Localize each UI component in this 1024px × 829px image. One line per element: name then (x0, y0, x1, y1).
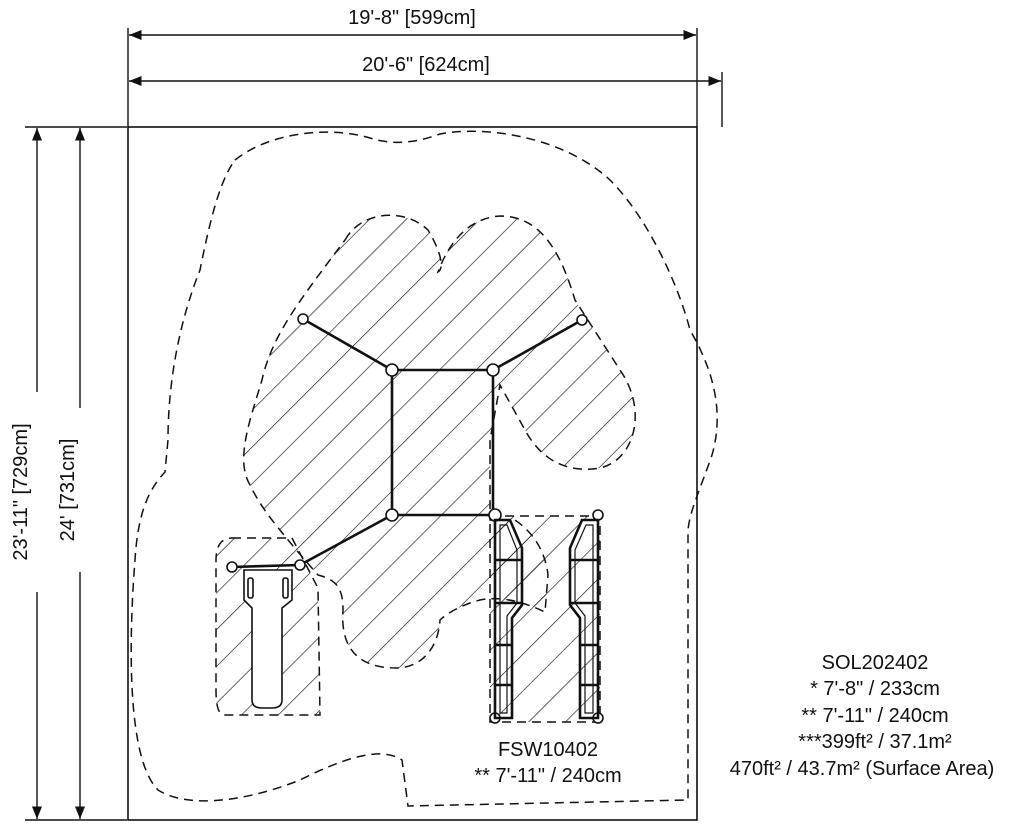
top-inner-dimension-label: 19'-8" [599cm] (348, 7, 476, 29)
joint (486, 363, 500, 377)
joint (385, 363, 399, 377)
slide (243, 569, 293, 709)
joint (297, 313, 309, 325)
ladder-rail (493, 518, 524, 720)
ladder-rail-inner (499, 524, 518, 714)
info-line-2: ** 7'-11" / 240cm (801, 705, 948, 727)
info-block: SOL202402 * 7'-8" / 233cm ** 7'-11" / 24… (730, 652, 995, 780)
joint (226, 561, 238, 573)
info-line-4: 470ft² / 43.7m² (Surface Area) (730, 758, 995, 780)
left-inner-dimension-label: 24' [731cm] (57, 439, 79, 542)
ladder-rail (568, 518, 600, 720)
product-height-label: ** 7'-11" / 240cm (474, 765, 621, 787)
brace-upper-right (491, 318, 584, 372)
product-code-label: FSW10402 (498, 739, 598, 761)
joint (385, 508, 399, 522)
joint (294, 559, 306, 571)
slide-body (243, 569, 293, 709)
joint (592, 509, 604, 521)
ladder-left (493, 518, 524, 720)
outer-safety-zone (130, 130, 718, 807)
top-dimensions (127, 28, 723, 127)
left-outer-dimension-label: 23'-11" [729cm] (10, 423, 32, 560)
info-line-1: * 7'-8" / 233cm (810, 678, 940, 700)
slide-slot (282, 577, 289, 599)
play-structure (230, 317, 584, 569)
brace-lower-left (298, 513, 394, 567)
top-outer-dimension-label: 20'-6" [624cm] (362, 54, 490, 76)
ladder-right (568, 518, 600, 720)
slide-top-beam (230, 563, 302, 569)
info-line-3: ***399ft² / 37.1m² (798, 731, 952, 753)
slide-slot (247, 577, 254, 599)
use-zones (215, 214, 636, 723)
joint (576, 314, 588, 326)
info-code: SOL202402 (822, 652, 929, 674)
site-boundary (127, 126, 698, 821)
brace-upper-left (301, 317, 394, 372)
ladder-rail-inner (574, 524, 594, 714)
